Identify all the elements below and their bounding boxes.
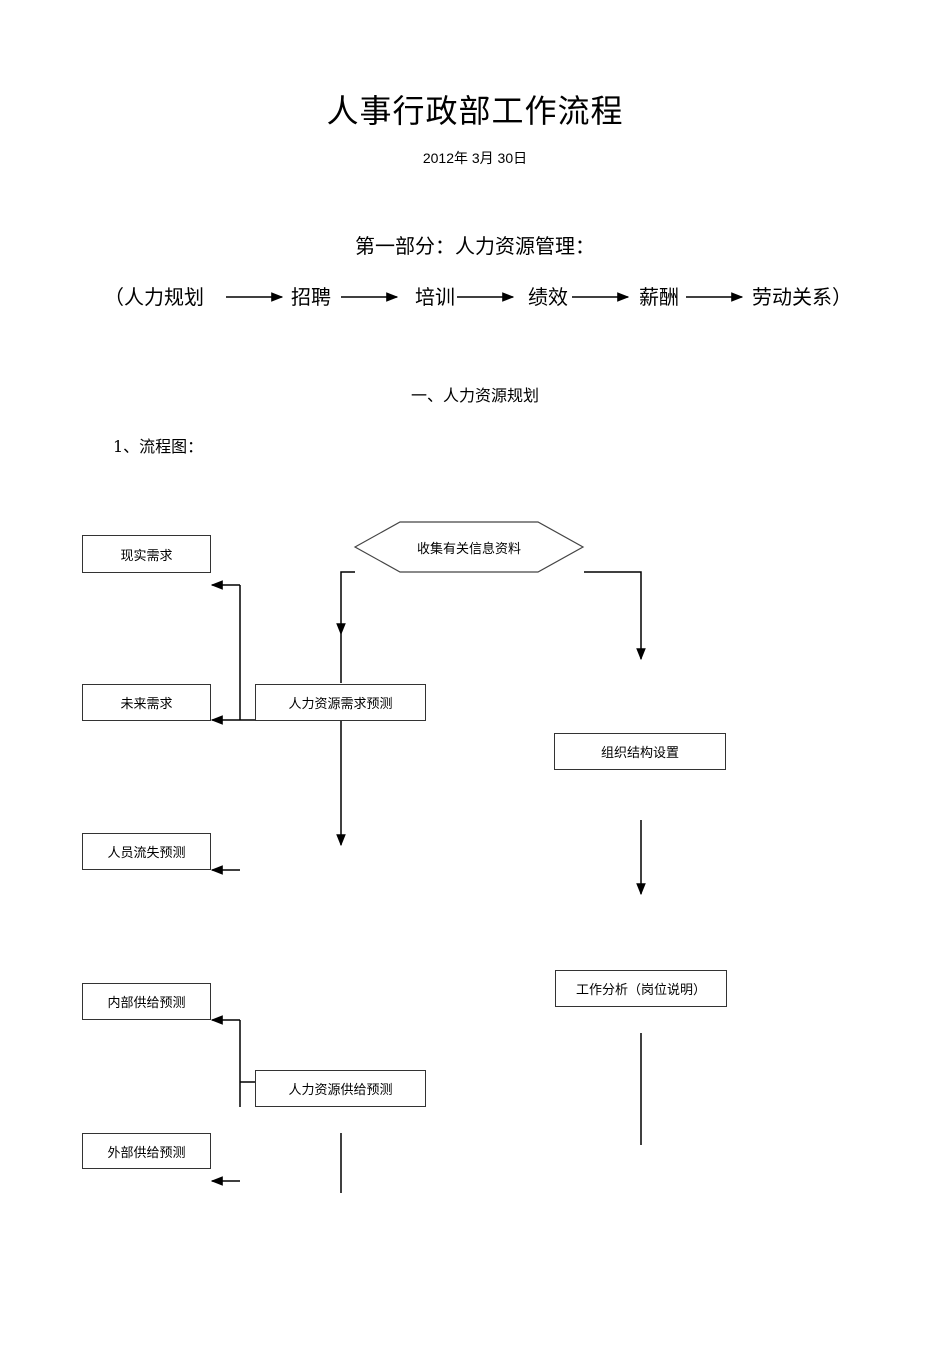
collect-info-node: 收集有关信息资料 (416, 541, 521, 557)
flow-step-recruiting: 招聘 (291, 285, 331, 309)
flow-step-labor-relations: 劳动关系） (752, 285, 852, 309)
job-analysis-box: 工作分析（岗位说明） (555, 970, 727, 1007)
flow-step-performance: 绩效 (528, 285, 568, 309)
connector-collect-to-org (584, 571, 646, 661)
future-demand-box: 未来需求 (82, 684, 211, 721)
current-demand-box: 现实需求 (82, 535, 211, 573)
attrition-forecast-box: 人员流失预测 (82, 833, 211, 870)
external-supply-box: 外部供给预测 (82, 1133, 211, 1169)
demand-forecast-box: 人力资源需求预测 (255, 684, 426, 721)
supply-forecast-box: 人力资源供给预测 (255, 1070, 426, 1107)
part-title: 第一部分：人力资源管理： (355, 234, 595, 258)
document-date: 2012年 3月 30日 (422, 150, 528, 166)
section-title: 一、人力资源规划 (410, 386, 539, 405)
connector-collect-to-demand (336, 571, 355, 636)
subsection-title: 1、流程图： (113, 437, 204, 456)
flow-step-planning: （人力规划 (104, 285, 204, 309)
page-title: 人事行政部工作流程 (326, 92, 624, 130)
internal-supply-box: 内部供给预测 (82, 983, 211, 1020)
collect-hexagon-shape (353, 521, 585, 573)
flow-step-training: 培训 (415, 285, 455, 309)
flow-step-compensation: 薪酬 (639, 285, 679, 309)
org-structure-box: 组织结构设置 (554, 733, 726, 770)
